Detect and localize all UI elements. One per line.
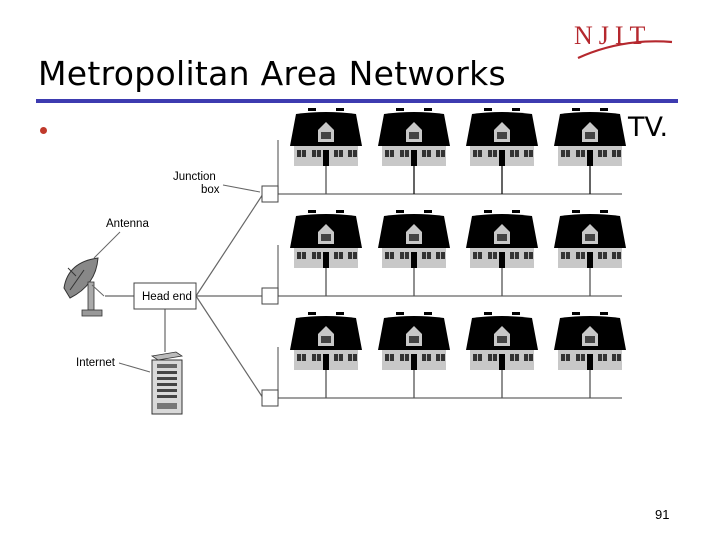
house-icon [466, 210, 538, 296]
trunk-lines [105, 140, 622, 399]
bullet-text-tail: TV. [628, 112, 669, 143]
house-icon [554, 312, 626, 398]
antenna-label: Antenna [106, 218, 149, 230]
server-rack-icon [150, 351, 184, 415]
njit-logo: NJIT [574, 21, 673, 60]
houses-grid [290, 108, 626, 398]
internet-pointer [118, 362, 151, 373]
antenna-pointer [93, 231, 121, 259]
house-icon [378, 108, 450, 194]
house-icon [290, 108, 362, 194]
head-end-label: Head end [142, 291, 192, 303]
head-end-box [133, 282, 197, 310]
house-icon [378, 210, 450, 296]
internet-label: Internet [76, 357, 116, 369]
house-icon [378, 312, 450, 398]
title-underline [36, 99, 678, 103]
logo-text: NJIT [574, 21, 651, 50]
house-icon [466, 108, 538, 194]
house-icon [290, 312, 362, 398]
junction-pointer [222, 184, 261, 193]
page-number: 91 [655, 507, 670, 522]
house-icon [466, 312, 538, 398]
bullet-dot [40, 127, 47, 134]
house-icon [290, 210, 362, 296]
satellite-dish-icon [63, 257, 105, 317]
junction-box [261, 389, 279, 407]
junction-box [261, 287, 279, 305]
house-icon [554, 210, 626, 296]
junction-box [261, 185, 279, 203]
slide-title: Metropolitan Area Networks [38, 54, 506, 93]
house-icon [554, 108, 626, 194]
